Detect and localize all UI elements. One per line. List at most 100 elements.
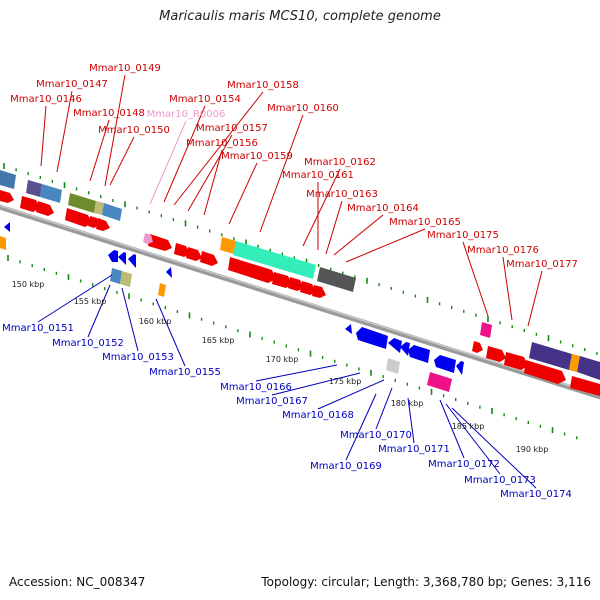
leader-line [439, 399, 465, 459]
leader-line [255, 364, 338, 382]
gene-arrow [434, 355, 456, 373]
cog-block [569, 354, 580, 372]
leader-line [203, 149, 223, 216]
cog-block [0, 170, 16, 189]
gene-arrow [570, 376, 600, 396]
leader-line [325, 200, 343, 255]
cog-block [233, 241, 316, 279]
gene-label: Mmar10_0174 [500, 489, 572, 500]
leader-line [155, 298, 186, 367]
gene-arrow [272, 272, 292, 288]
cog-blocks-bottom [0, 236, 452, 392]
gene-label: Mmar10_0177 [506, 259, 578, 270]
gene-label: Mmar10_0155 [149, 367, 221, 378]
cog-block [386, 358, 400, 374]
cog-block [26, 180, 42, 197]
leader-line [259, 114, 304, 233]
leader-line [407, 397, 415, 444]
gene-arrow [472, 341, 483, 353]
gene-labels: Mmar10_0149Mmar10_0147Mmar10_0146Mmar10_… [2, 63, 578, 500]
gene-label: Mmar10_0161 [282, 170, 354, 181]
cog-block [577, 356, 600, 380]
gene-label: Mmar10_0167 [236, 396, 308, 407]
leader-line [302, 168, 341, 247]
cog-block [68, 193, 96, 213]
gene-arrow [174, 243, 190, 257]
inner-tick-track [7, 255, 578, 440]
gene-label: Mmar10_0150 [98, 125, 170, 136]
leader-line [89, 119, 110, 182]
map-title: Maricaulis maris MCS10, complete genome [159, 9, 441, 24]
genome-backbone [0, 204, 600, 400]
gene-label: Mmar10_0171 [378, 444, 450, 455]
leader-line [451, 407, 537, 489]
gene-arrow [456, 361, 464, 375]
gene-arrow [345, 324, 352, 334]
gene-label: Mmar10_0147 [36, 79, 108, 90]
gene-arrow [20, 196, 40, 212]
gene-arrow [312, 285, 326, 298]
cog-block [40, 184, 62, 203]
gene-label: Mmar10_0151 [2, 323, 74, 334]
leader-line [40, 105, 47, 167]
gene-label: Mmar10_0173 [464, 475, 536, 486]
cog-block [94, 201, 104, 215]
outer-tick-track [3, 163, 598, 355]
gene-label: Mmar10_0162 [304, 157, 376, 168]
leader-line [37, 274, 113, 323]
cog-block [220, 237, 236, 254]
gene-label: Mmar10_0154 [169, 94, 241, 105]
cog-block [0, 236, 6, 250]
leader-line [375, 387, 393, 430]
gene-label: Mmar10_0158 [227, 80, 299, 91]
leader-line [462, 241, 489, 317]
label-leader-lines [37, 74, 543, 489]
leader-line [56, 90, 73, 173]
kbp-label: 190 kbp [516, 445, 549, 454]
gene-label: Mmar10_0169 [310, 461, 382, 472]
leader-line [149, 120, 187, 205]
gene-label: Mmar10_R0006 [147, 109, 226, 120]
genome-backbone-highlight [0, 204, 600, 397]
cog-block [120, 271, 132, 287]
kbp-label: 165 kbp [202, 336, 235, 345]
cog-block [529, 342, 572, 370]
cog-block [158, 283, 166, 297]
gene-arrow [0, 190, 14, 203]
leader-line [228, 162, 258, 225]
leader-line [345, 228, 426, 263]
gene-arrow [36, 201, 54, 216]
leader-line [104, 74, 126, 187]
gene-label: Mmar10_0160 [267, 103, 339, 114]
leader-line [445, 403, 501, 475]
gene-arrow [388, 338, 402, 353]
gene-label: Mmar10_0176 [467, 245, 539, 256]
gene-label: Mmar10_0148 [73, 108, 145, 119]
gene-label: Mmar10_0170 [340, 430, 412, 441]
gene-arrow [288, 277, 304, 291]
gene-label: Mmar10_0152 [52, 338, 124, 349]
gene-label: Mmar10_0166 [220, 382, 292, 393]
accession-text: Accession: NC_008347 [9, 575, 146, 589]
gene-arrow [148, 234, 172, 251]
kbp-label: 175 kbp [329, 377, 362, 386]
leader-line [333, 214, 384, 256]
gene-arrow [400, 342, 410, 356]
gene-label: Mmar10_0163 [306, 189, 378, 200]
gene-arrow [200, 251, 218, 266]
forward-genes [0, 190, 600, 396]
leader-line [187, 134, 233, 212]
leader-line [87, 284, 111, 338]
gene-arrow [186, 247, 202, 261]
leader-line [173, 91, 264, 206]
cog-block [427, 372, 452, 392]
kbp-label: 150 kbp [12, 280, 45, 289]
gene-label: Mmar10_0164 [347, 203, 419, 214]
gene-label: Mmar10_0157 [196, 123, 268, 134]
genome-summary-text: Topology: circular; Length: 3,368,780 bp… [261, 575, 591, 589]
cog-block [480, 322, 492, 338]
gene-arrow [96, 218, 110, 231]
